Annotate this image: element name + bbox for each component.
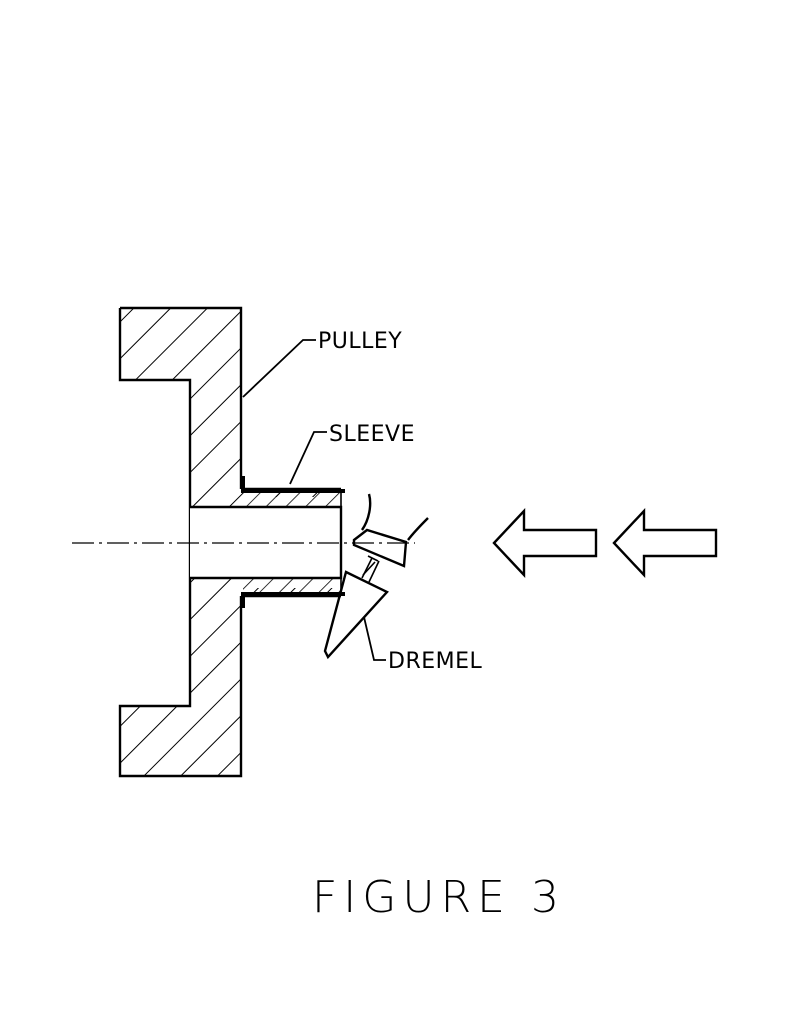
pulley-label: PULLEY (318, 329, 402, 354)
arrow-left-1 (492, 507, 598, 579)
pulley-body (120, 308, 341, 776)
sleeve-lower-wall (241, 592, 345, 608)
arrow-left-2 (612, 507, 718, 579)
dremel-tool (323, 493, 429, 660)
sleeve-label: SLEEVE (329, 422, 415, 447)
direction-arrows (492, 507, 718, 579)
pulley-outline (118, 306, 243, 778)
sleeve-section (190, 476, 345, 608)
dremel-leader (363, 616, 386, 661)
hand-finger-upper (360, 493, 372, 531)
dremel-body (323, 570, 389, 660)
figure-caption: FIGURE 3 (312, 872, 565, 923)
dremel-grinding-tip (352, 528, 408, 568)
sleeve-leader (289, 431, 327, 485)
pulley-section (118, 306, 341, 778)
pulley-leader (242, 339, 316, 398)
sleeve-upper-hatch (243, 493, 341, 507)
dremel-label: DREMEL (388, 649, 483, 674)
hand-finger-lower (407, 517, 429, 541)
sleeve-lower-hatch (243, 578, 341, 592)
